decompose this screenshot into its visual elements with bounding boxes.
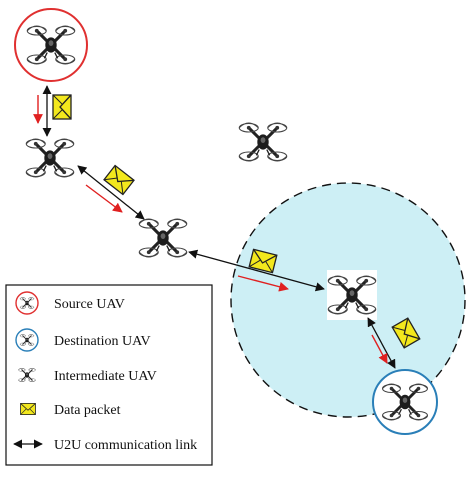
legend-label-link: U2U communication link <box>54 438 197 453</box>
intermediate-uav-icon <box>237 121 289 163</box>
data-flow-arrow <box>237 275 289 292</box>
data-flow-arrow <box>85 184 123 213</box>
legend-envelope-icon <box>20 403 36 415</box>
data-flow-arrow <box>371 334 388 364</box>
u2u-link <box>77 165 145 220</box>
envelope-icon <box>52 94 72 120</box>
u2u-link <box>367 317 396 369</box>
legend-label-destination: Destination UAV <box>54 334 151 349</box>
intermediate-uav-icon <box>24 137 76 179</box>
legend-label-source: Source UAV <box>54 297 125 312</box>
legend-label-intermediate: Intermediate UAV <box>54 369 157 384</box>
intermediate-uav-icon <box>137 217 189 259</box>
legend: Source UAV Destination UAV Intermediate … <box>5 284 213 466</box>
legend-label-packet: Data packet <box>54 403 121 418</box>
u2u-link <box>188 249 325 292</box>
